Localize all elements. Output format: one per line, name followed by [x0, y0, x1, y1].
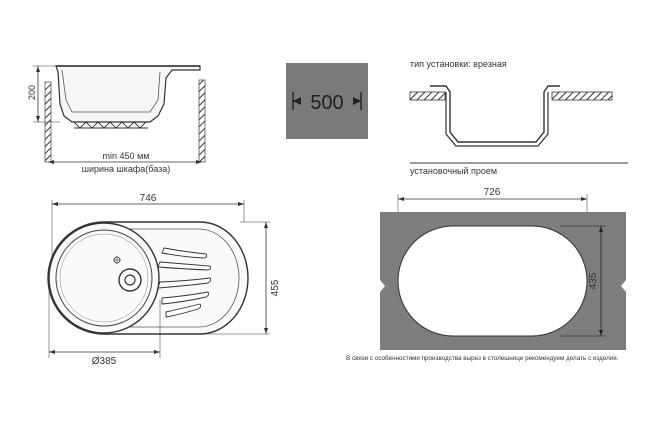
cutout-height-label: 435: [588, 272, 599, 289]
bowl-inner: [55, 229, 153, 327]
cabinet-post-right: [198, 79, 206, 163]
cabinet-size-badge: 500: [286, 63, 368, 139]
sink-bottom-ribs: [73, 121, 147, 129]
cabinet-width-label: ширина шкафа(база): [82, 164, 171, 174]
top-width-label: 746: [140, 193, 157, 204]
sink-profile: [55, 65, 201, 123]
cutout-oval: [397, 225, 588, 337]
cutout-note: В связи с особенностями производства выр…: [346, 354, 619, 362]
top-view: 746 455 Ø: [47, 193, 281, 367]
countertop-right: [551, 91, 613, 101]
countertop-left: [409, 91, 446, 101]
badge-value: 500: [310, 92, 343, 114]
side-view: 200 min 450 мм ширина шкафа(база): [27, 65, 206, 174]
cutout-width-label: 726: [484, 187, 501, 198]
installed-sink-section: [430, 85, 560, 143]
min-width-label: min 450 мм: [103, 151, 150, 161]
installation-type-label: тип установки: врезная: [410, 59, 507, 69]
bowl-diameter-label: Ø385: [92, 356, 117, 367]
cutout-title: установочный проем: [410, 166, 497, 176]
drain-inner: [124, 274, 136, 286]
installation-section: тип установки: врезная установочный прое…: [346, 59, 628, 362]
bowl-outer: [48, 222, 160, 334]
top-height-label: 455: [270, 279, 281, 296]
side-height-label: 200: [27, 85, 37, 100]
drainer-grooves: [157, 247, 212, 318]
